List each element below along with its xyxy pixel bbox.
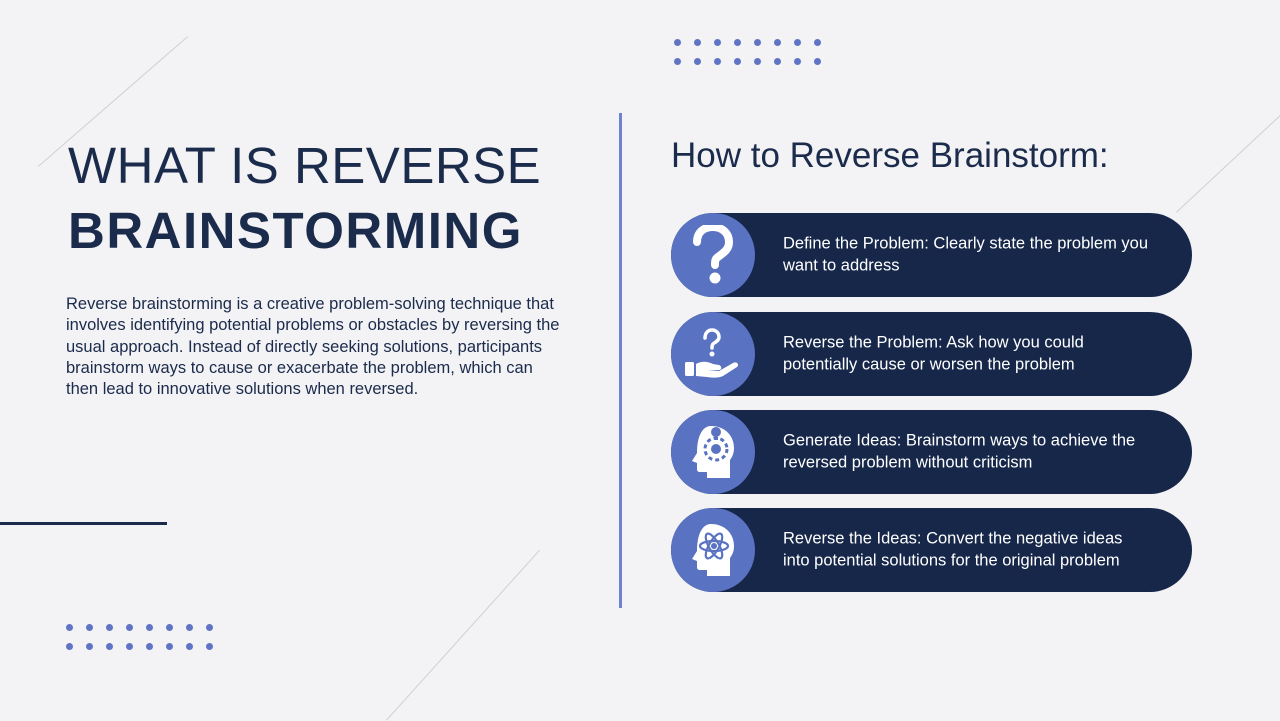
- decorative-dot: [694, 39, 701, 46]
- decorative-dot: [86, 643, 93, 650]
- decorative-line-right: [1176, 107, 1280, 213]
- decorative-dot: [86, 624, 93, 631]
- decorative-dot: [166, 624, 173, 631]
- decorative-dot: [674, 58, 681, 65]
- decorative-dot: [126, 624, 133, 631]
- decorative-dot: [166, 643, 173, 650]
- decorative-dot: [774, 58, 781, 65]
- step-item-reverse-problem: Reverse the Problem: Ask how you could p…: [671, 312, 1192, 396]
- decorative-dot: [66, 624, 73, 631]
- title-line-1: WHAT IS REVERSE: [68, 137, 542, 194]
- accent-bar: [0, 522, 167, 525]
- steps-heading: How to Reverse Brainstorm:: [671, 136, 1109, 175]
- step-item-generate-ideas: Generate Ideas: Brainstorm ways to achie…: [671, 410, 1192, 494]
- step-text: Define the Problem: Clearly state the pr…: [783, 234, 1149, 275]
- decorative-dot: [714, 58, 721, 65]
- decorative-dot: [814, 39, 821, 46]
- decorative-dot: [754, 58, 761, 65]
- step-text: Generate Ideas: Brainstorm ways to achie…: [783, 431, 1136, 472]
- title-line-2: BRAINSTORMING: [68, 202, 523, 259]
- step-text: Reverse the Problem: Ask how you could p…: [783, 333, 1084, 374]
- decorative-dot: [714, 39, 721, 46]
- column-divider: [619, 113, 622, 608]
- decorative-dot: [754, 39, 761, 46]
- decorative-dot: [186, 624, 193, 631]
- decorative-dot: [794, 58, 801, 65]
- decorative-dot: [66, 643, 73, 650]
- decorative-dot: [774, 39, 781, 46]
- decorative-dot: [146, 624, 153, 631]
- question-mark-icon: [671, 213, 755, 297]
- decorative-dot: [206, 643, 213, 650]
- hand-question-icon: [671, 312, 755, 396]
- decorative-dot: [734, 58, 741, 65]
- step-text: Reverse the Ideas: Convert the negative …: [783, 529, 1123, 570]
- decorative-dot: [674, 39, 681, 46]
- decorative-dot: [146, 643, 153, 650]
- head-atom-icon: [671, 508, 755, 592]
- step-item-reverse-ideas: Reverse the Ideas: Convert the negative …: [671, 508, 1192, 592]
- decorative-dot: [694, 58, 701, 65]
- decorative-line-bottom: [386, 549, 540, 721]
- decorative-dot: [186, 643, 193, 650]
- decorative-dot: [794, 39, 801, 46]
- decorative-dot: [814, 58, 821, 65]
- description-paragraph: Reverse brainstorming is a creative prob…: [66, 295, 560, 399]
- decorative-dot: [126, 643, 133, 650]
- step-item-define: Define the Problem: Clearly state the pr…: [671, 213, 1192, 297]
- decorative-dot: [106, 624, 113, 631]
- decorative-dot: [106, 643, 113, 650]
- page-title: WHAT IS REVERSE BRAINSTORMING: [68, 140, 541, 256]
- head-gear-bulb-icon: [671, 410, 755, 494]
- decorative-dot: [734, 39, 741, 46]
- decorative-dot: [206, 624, 213, 631]
- dot-pattern-bottom: [66, 624, 214, 650]
- dot-pattern-top: [674, 39, 822, 65]
